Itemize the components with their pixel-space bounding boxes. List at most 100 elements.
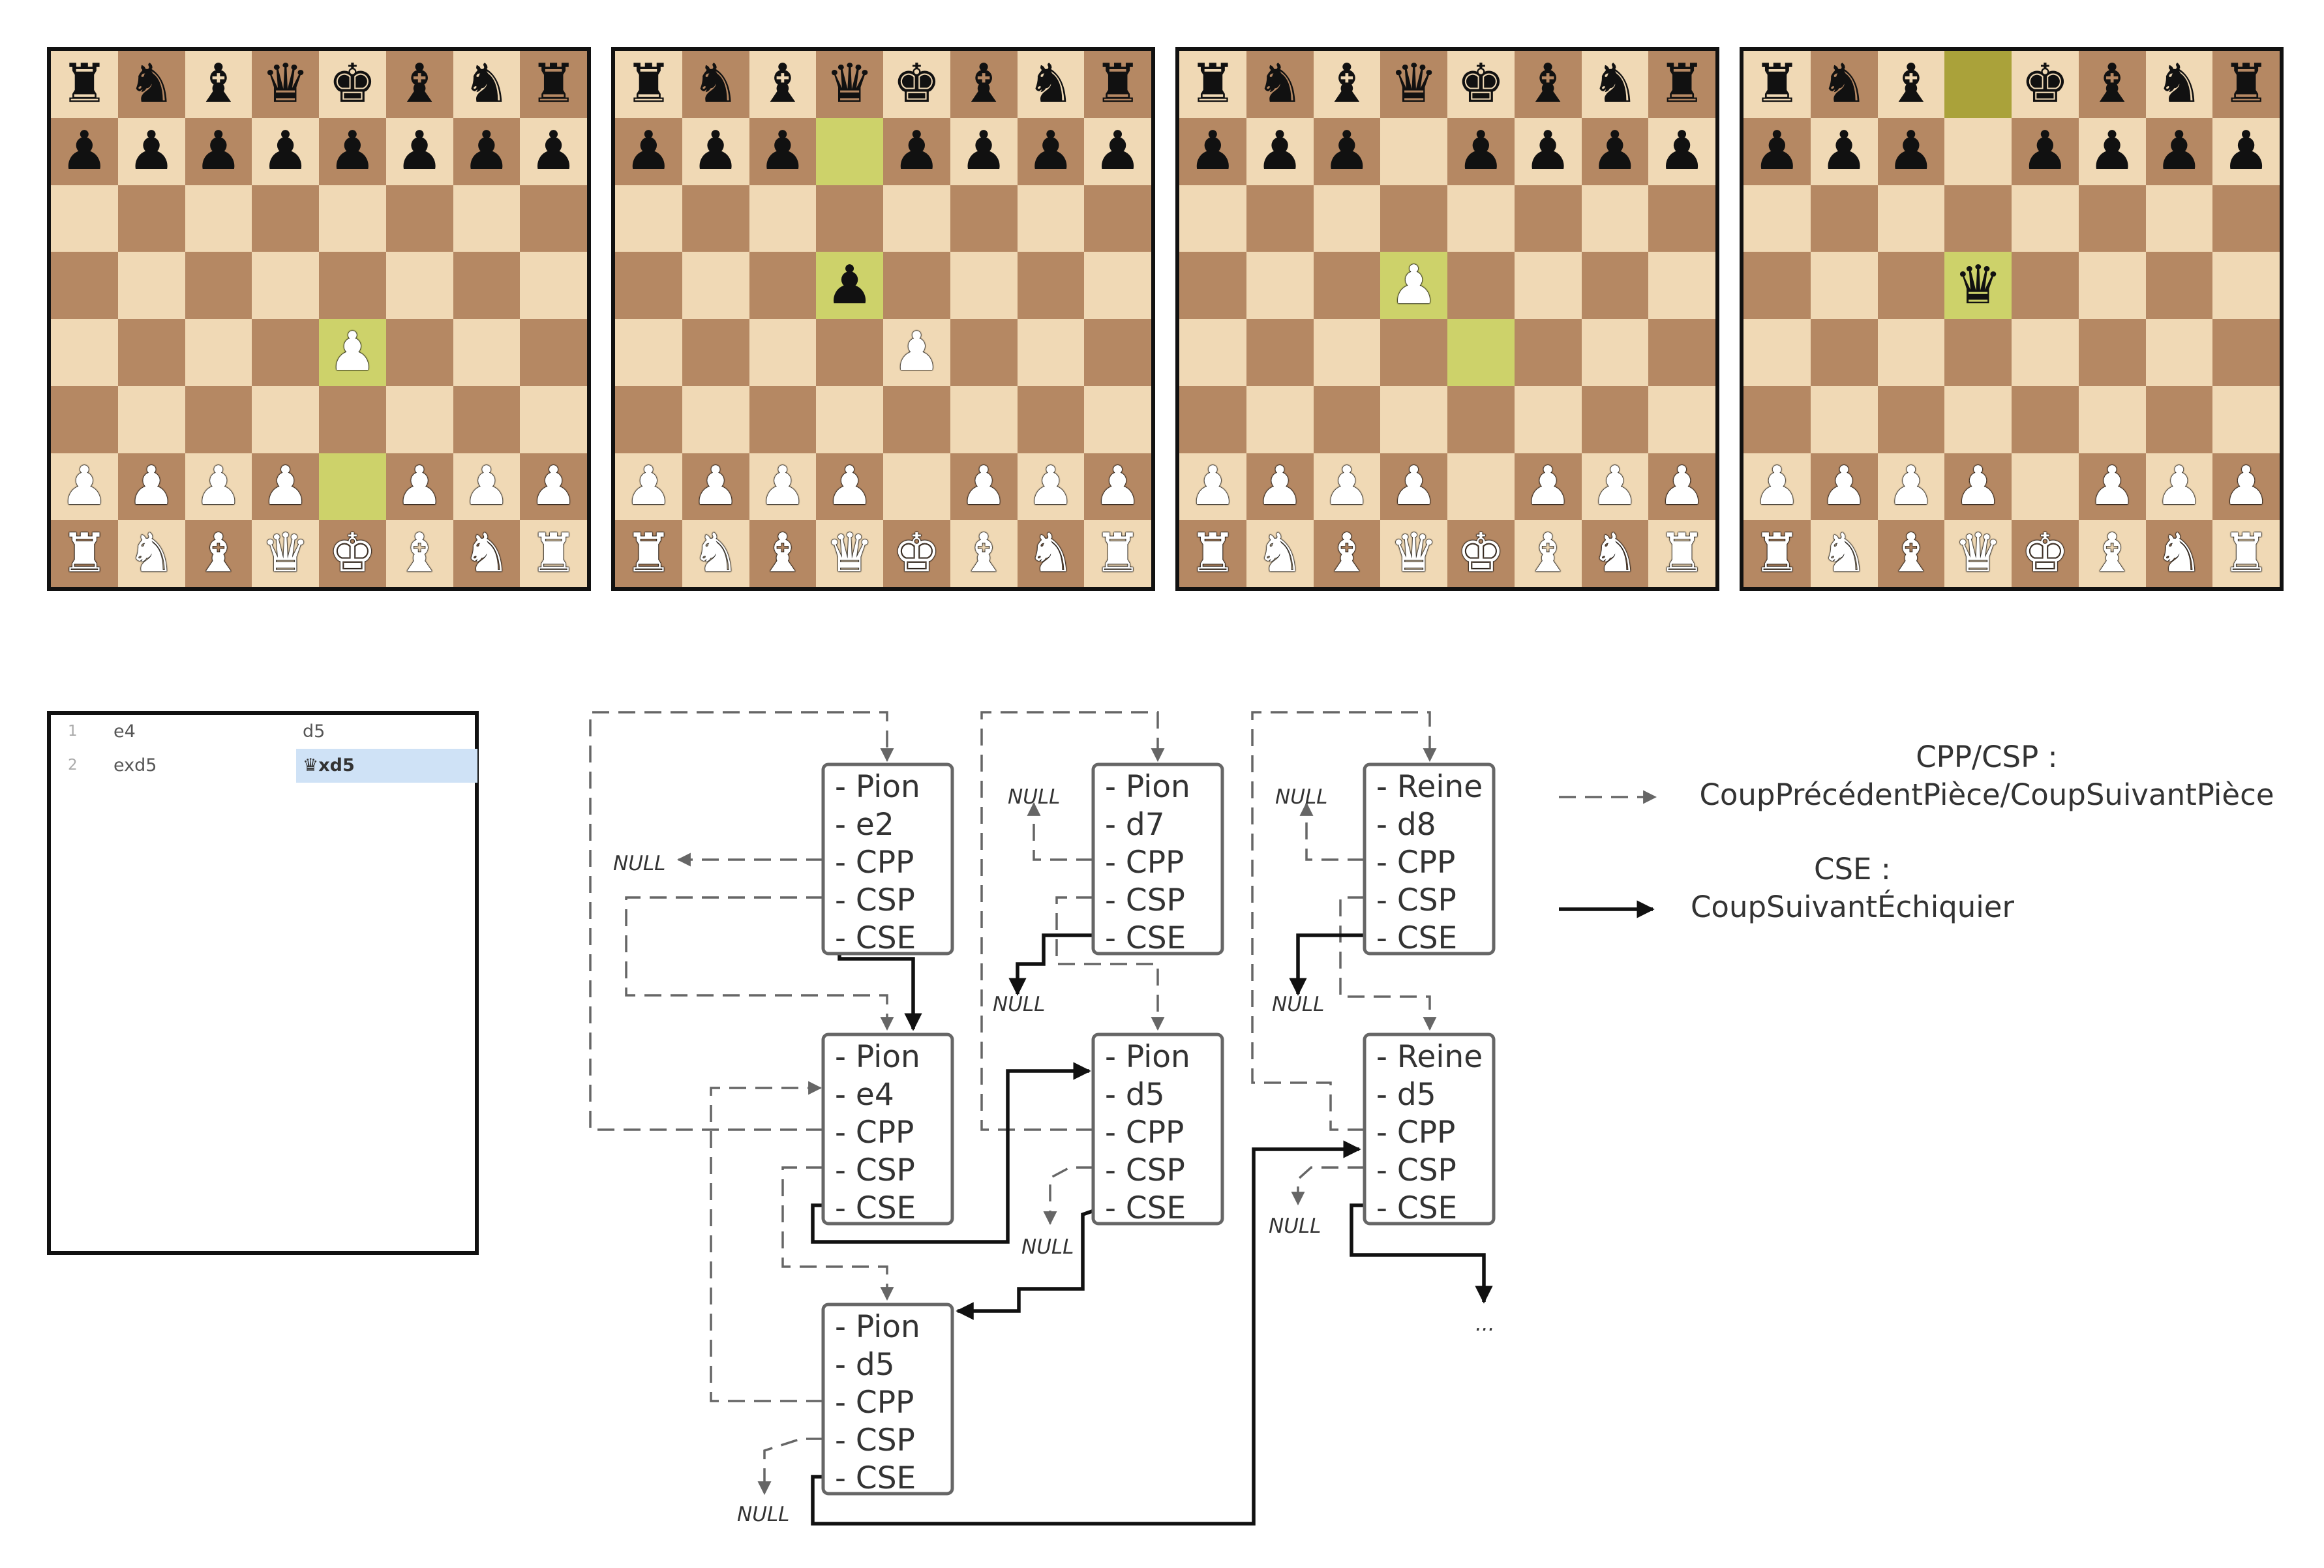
white-pawn-icon[interactable]: ♟ — [1188, 455, 1237, 517]
white-knight-icon[interactable]: ♞ — [127, 522, 175, 584]
square-h8[interactable]: ♜ — [2212, 51, 2280, 118]
square-h3[interactable] — [1084, 385, 1151, 453]
square-b5[interactable] — [117, 252, 185, 319]
square-g8[interactable]: ♞ — [1581, 51, 1649, 118]
square-g5[interactable] — [2145, 252, 2213, 319]
white-pawn-icon[interactable]: ♟ — [1323, 455, 1371, 517]
square-c6[interactable] — [185, 185, 252, 252]
square-b7[interactable]: ♟ — [1246, 117, 1314, 185]
square-e3[interactable] — [2012, 385, 2079, 453]
black-pawn-icon[interactable]: ♟ — [194, 120, 243, 183]
black-pawn-icon[interactable]: ♟ — [462, 120, 511, 183]
square-a4[interactable] — [51, 319, 118, 386]
square-e6[interactable] — [1447, 185, 1515, 252]
square-g4[interactable] — [1581, 319, 1649, 386]
black-pawn-icon[interactable]: ♟ — [691, 120, 740, 183]
square-b2[interactable]: ♟ — [682, 453, 749, 520]
square-d6[interactable] — [1380, 185, 1447, 252]
square-d1[interactable]: ♛ — [1380, 520, 1447, 587]
square-e2[interactable] — [2012, 453, 2079, 520]
square-e2[interactable] — [883, 453, 950, 520]
square-f5[interactable] — [950, 252, 1018, 319]
black-knight-icon[interactable]: ♞ — [1591, 53, 1639, 115]
white-bishop-icon[interactable]: ♝ — [1323, 522, 1371, 584]
square-f6[interactable] — [1514, 185, 1582, 252]
square-a3[interactable] — [1743, 385, 1811, 453]
square-d4[interactable] — [1944, 319, 2012, 386]
square-h7[interactable]: ♟ — [1648, 117, 1715, 185]
white-pawn-icon[interactable]: ♟ — [1657, 455, 1706, 517]
square-d2[interactable]: ♟ — [1380, 453, 1447, 520]
square-g8[interactable]: ♞ — [453, 51, 521, 118]
square-f4[interactable] — [1514, 319, 1582, 386]
square-e6[interactable] — [319, 185, 386, 252]
square-a1[interactable]: ♜ — [1743, 520, 1811, 587]
square-c1[interactable]: ♝ — [749, 520, 817, 587]
black-bishop-icon[interactable]: ♝ — [194, 53, 243, 115]
black-move[interactable]: d5 — [303, 721, 325, 742]
square-a5[interactable] — [51, 252, 118, 319]
black-king-icon[interactable]: ♚ — [328, 53, 377, 115]
square-a3[interactable] — [51, 385, 118, 453]
black-pawn-icon[interactable]: ♟ — [1256, 120, 1304, 183]
square-a3[interactable] — [615, 385, 682, 453]
square-b3[interactable] — [682, 385, 749, 453]
square-c7[interactable]: ♟ — [1877, 117, 1945, 185]
square-b4[interactable] — [117, 319, 185, 386]
white-rook-icon[interactable]: ♜ — [2222, 522, 2271, 584]
square-a6[interactable] — [1743, 185, 1811, 252]
square-c2[interactable]: ♟ — [1877, 453, 1945, 520]
white-pawn-icon[interactable]: ♟ — [1027, 455, 1075, 517]
square-h3[interactable] — [2212, 385, 2280, 453]
black-pawn-icon[interactable]: ♟ — [1027, 120, 1075, 183]
square-d3[interactable] — [252, 385, 319, 453]
square-f5[interactable] — [1514, 252, 1582, 319]
square-b2[interactable]: ♟ — [1810, 453, 1878, 520]
white-king-icon[interactable]: ♚ — [892, 522, 941, 584]
square-d4[interactable] — [1380, 319, 1447, 386]
square-f1[interactable]: ♝ — [1514, 520, 1582, 587]
white-rook-icon[interactable]: ♜ — [1093, 522, 1142, 584]
square-e6[interactable] — [2012, 185, 2079, 252]
square-c7[interactable]: ♟ — [185, 117, 252, 185]
black-move-selected[interactable]: ♛xd5 — [296, 749, 477, 783]
square-g2[interactable]: ♟ — [453, 453, 521, 520]
square-f5[interactable] — [385, 252, 453, 319]
square-g5[interactable] — [1017, 252, 1085, 319]
square-e4[interactable] — [1447, 319, 1515, 386]
square-d5[interactable]: ♛ — [1944, 252, 2012, 319]
square-d6[interactable] — [252, 185, 319, 252]
square-d8[interactable]: ♛ — [816, 51, 883, 118]
square-c2[interactable]: ♟ — [1313, 453, 1381, 520]
square-h1[interactable]: ♜ — [520, 520, 587, 587]
square-a3[interactable] — [1179, 385, 1246, 453]
square-a7[interactable]: ♟ — [615, 117, 682, 185]
square-c5[interactable] — [749, 252, 817, 319]
square-b5[interactable] — [1810, 252, 1878, 319]
white-pawn-icon[interactable]: ♟ — [395, 455, 444, 517]
square-f1[interactable]: ♝ — [950, 520, 1018, 587]
square-e4[interactable]: ♟ — [883, 319, 950, 386]
black-pawn-icon[interactable]: ♟ — [892, 120, 941, 183]
black-rook-icon[interactable]: ♜ — [1657, 53, 1706, 115]
black-pawn-icon[interactable]: ♟ — [1887, 120, 1935, 183]
square-g7[interactable]: ♟ — [1017, 117, 1085, 185]
square-h2[interactable]: ♟ — [1084, 453, 1151, 520]
square-a2[interactable]: ♟ — [615, 453, 682, 520]
square-c1[interactable]: ♝ — [1313, 520, 1381, 587]
square-d5[interactable]: ♟ — [1380, 252, 1447, 319]
black-queen-icon[interactable]: ♛ — [261, 53, 310, 115]
square-c4[interactable] — [749, 319, 817, 386]
white-pawn-icon[interactable]: ♟ — [1887, 455, 1935, 517]
square-d6[interactable] — [1944, 185, 2012, 252]
black-bishop-icon[interactable]: ♝ — [1524, 53, 1572, 115]
square-g4[interactable] — [2145, 319, 2213, 386]
square-h7[interactable]: ♟ — [520, 117, 587, 185]
square-g3[interactable] — [1017, 385, 1085, 453]
square-a2[interactable]: ♟ — [1743, 453, 1811, 520]
square-c7[interactable]: ♟ — [1313, 117, 1381, 185]
square-a5[interactable] — [1743, 252, 1811, 319]
square-f4[interactable] — [950, 319, 1018, 386]
square-c8[interactable]: ♝ — [749, 51, 817, 118]
square-d5[interactable]: ♟ — [816, 252, 883, 319]
